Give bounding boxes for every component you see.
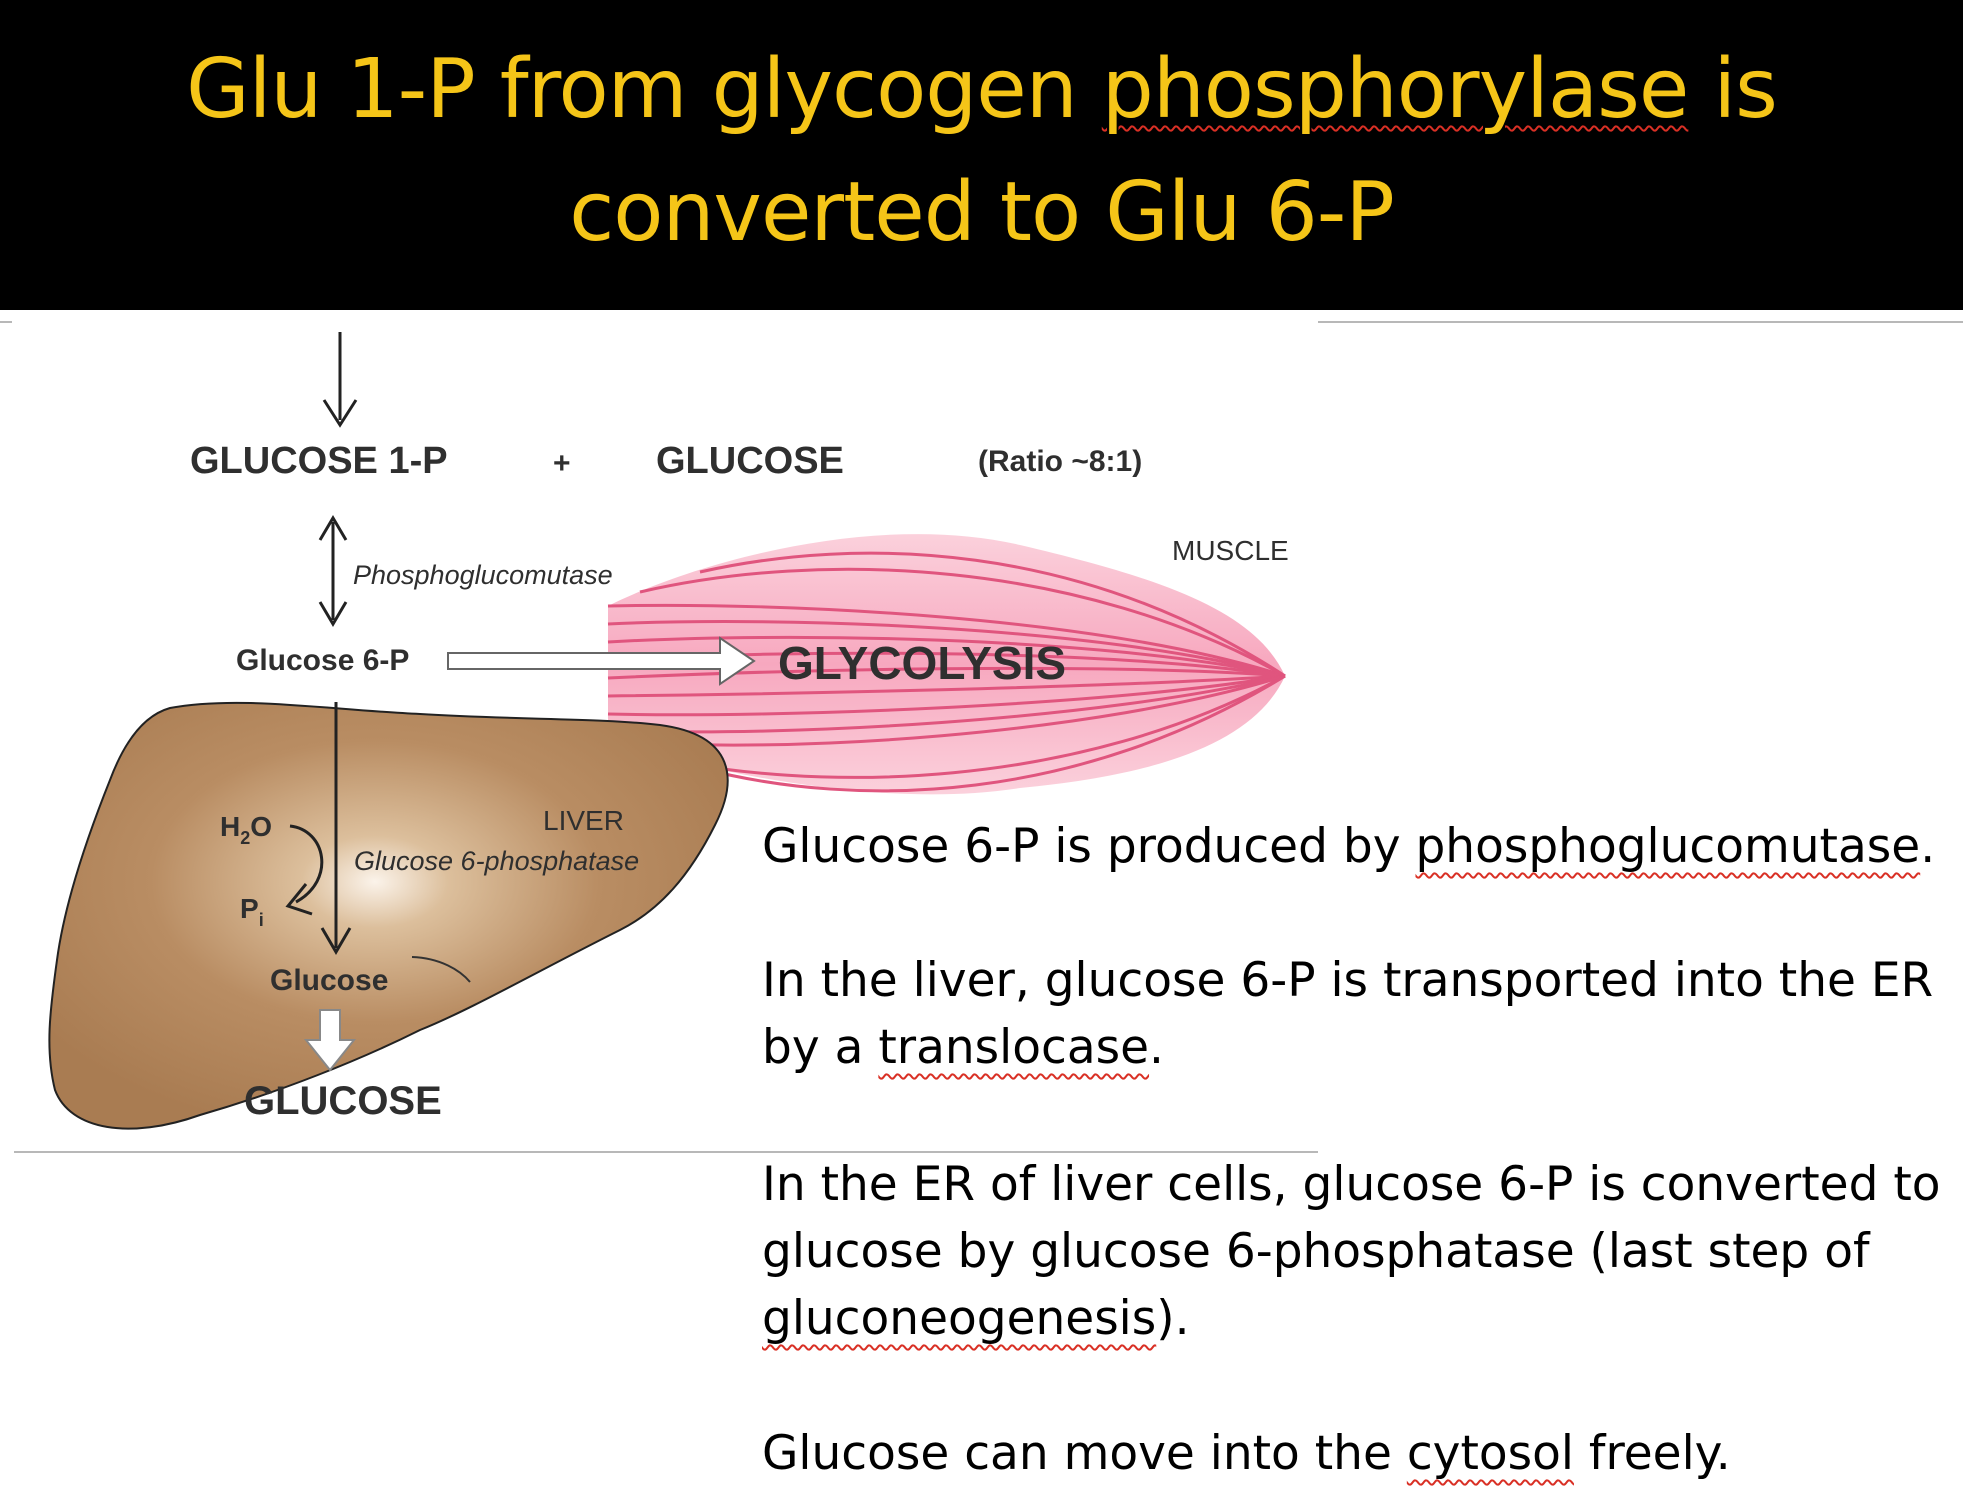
spellchecked-word: phosphoglucomutase	[1415, 819, 1921, 874]
curved-arrow-icon	[285, 824, 324, 916]
liver-illustration	[48, 701, 729, 1130]
title-bar: Glu 1-P from glycogen phosphorylase is c…	[0, 0, 1963, 310]
hollow-arrow-down-icon	[303, 1009, 357, 1072]
paragraph-4: Glucose can move into the cytosol freely…	[762, 1420, 1952, 1487]
label-glucose-small: Glucose	[270, 964, 388, 997]
image-top-edge	[1318, 321, 1963, 323]
hollow-arrow-right-icon	[447, 636, 756, 686]
paragraph-line: In the ER of liver cells, glucose 6-P is…	[762, 1157, 1941, 1212]
slide-title-line-1: Glu 1-P from glycogen phosphorylase is	[0, 42, 1963, 137]
paragraph-3: In the ER of liver cells, glucose 6-P is…	[762, 1151, 1952, 1352]
paragraph-1: Glucose 6-P is produced by phosphoglucom…	[762, 813, 1952, 880]
glycogen-pathway-diagram: GLUCOSE 1-P + GLUCOSE (Ratio ~8:1) MUSCL…	[0, 310, 1320, 1160]
label-water: H2O	[220, 811, 272, 848]
label-ratio: (Ratio ~8:1)	[978, 445, 1142, 478]
arrow-down-icon	[322, 332, 358, 428]
label-glucose-6p: Glucose 6-P	[236, 644, 409, 677]
text-span: by a	[762, 1020, 879, 1075]
label-liver: LIVER	[543, 805, 624, 836]
paragraph-2: In the liver, glucose 6-P is transported…	[762, 947, 1952, 1081]
double-arrow-icon	[318, 515, 348, 627]
text-span: Glucose can move into the	[762, 1426, 1407, 1481]
spellchecked-word: translocase	[878, 1020, 1150, 1075]
title-text: Glu 1-P from glycogen	[186, 42, 1102, 137]
label-plus: +	[553, 447, 571, 480]
paragraph-line: glucose by glucose 6-phosphatase (last s…	[762, 1224, 1870, 1279]
title-text: is	[1688, 42, 1778, 137]
slide-title-line-2: converted to Glu 6-P	[569, 165, 1395, 260]
text-span: ).	[1156, 1291, 1190, 1346]
text-span: freely.	[1573, 1426, 1731, 1481]
label-glucose-1p: GLUCOSE 1-P	[190, 440, 448, 482]
text-span: .	[1920, 819, 1936, 874]
paragraph-line: by a translocase.	[762, 1014, 1952, 1081]
image-top-edge	[0, 321, 12, 323]
spellchecked-word: cytosol	[1406, 1426, 1574, 1481]
label-muscle: MUSCLE	[1172, 535, 1289, 566]
image-bottom-edge	[14, 1151, 1318, 1153]
label-glucose-top: GLUCOSE	[656, 440, 844, 482]
text-span: .	[1149, 1020, 1164, 1075]
paragraph-line: gluconeogenesis).	[762, 1285, 1952, 1352]
arrow-down-icon	[320, 702, 352, 955]
label-phosphate: Pi	[240, 893, 264, 930]
label-glycolysis: GLYCOLYSIS	[778, 637, 1066, 689]
label-phosphoglucomutase: Phosphoglucomutase	[353, 560, 613, 590]
spellchecked-word: gluconeogenesis	[762, 1291, 1157, 1346]
text-span: Glucose 6-P is produced by	[762, 819, 1416, 874]
title-spellchecked-word: phosphorylase	[1101, 42, 1690, 137]
label-glucose-bottom: GLUCOSE	[244, 1079, 442, 1123]
paragraph-line: In the liver, glucose 6-P is transported…	[762, 953, 1934, 1008]
label-glucose-6-phosphatase: Glucose 6-phosphatase	[354, 846, 639, 876]
